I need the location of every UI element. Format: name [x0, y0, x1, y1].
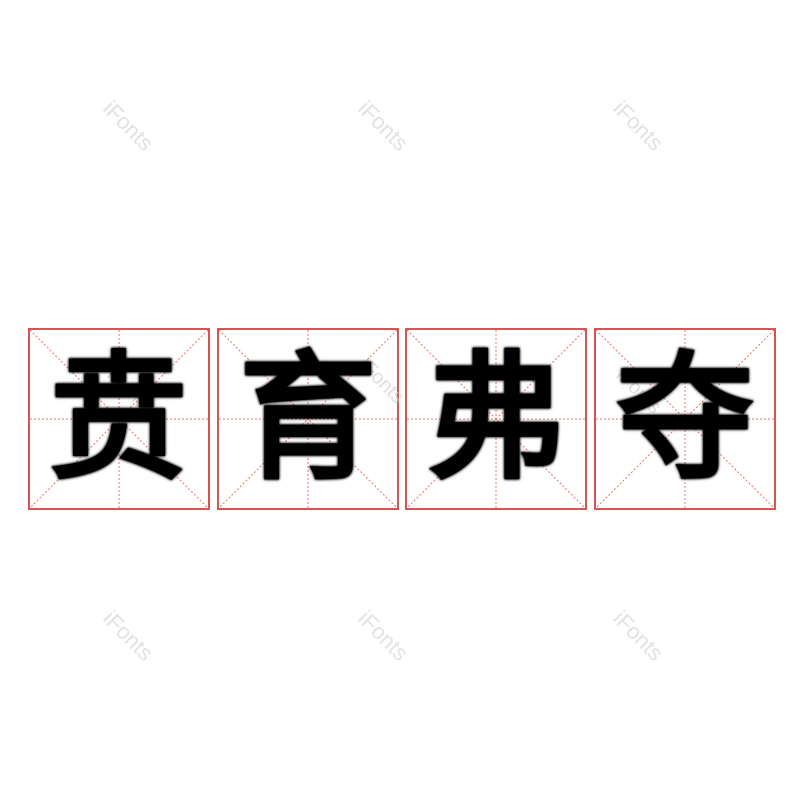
character-grid-box: iFonts 夺: [594, 328, 776, 510]
watermark-text: iFonts: [98, 95, 159, 156]
character-glyph: 夺: [615, 338, 754, 499]
watermark-text: iFonts: [608, 95, 669, 156]
character-grid-box: 弗: [405, 328, 587, 510]
grid-guides-icon: [596, 330, 774, 508]
character-glyph: 贲: [49, 338, 188, 499]
character-glyph: 弗: [426, 338, 565, 499]
grid-guides-icon: [407, 330, 585, 508]
character-glyph: 育: [238, 338, 377, 499]
character-grid-box: iFonts 贲: [28, 328, 210, 510]
watermark-text: iFonts: [98, 605, 159, 666]
watermark-text: iFonts: [608, 605, 669, 666]
grid-guides-icon: [219, 330, 397, 508]
watermark-text: iFonts: [353, 95, 414, 156]
watermark-text: iFonts: [353, 605, 414, 666]
grid-guides-icon: [30, 330, 208, 508]
character-grid-box: iFonts 育: [217, 328, 409, 510]
